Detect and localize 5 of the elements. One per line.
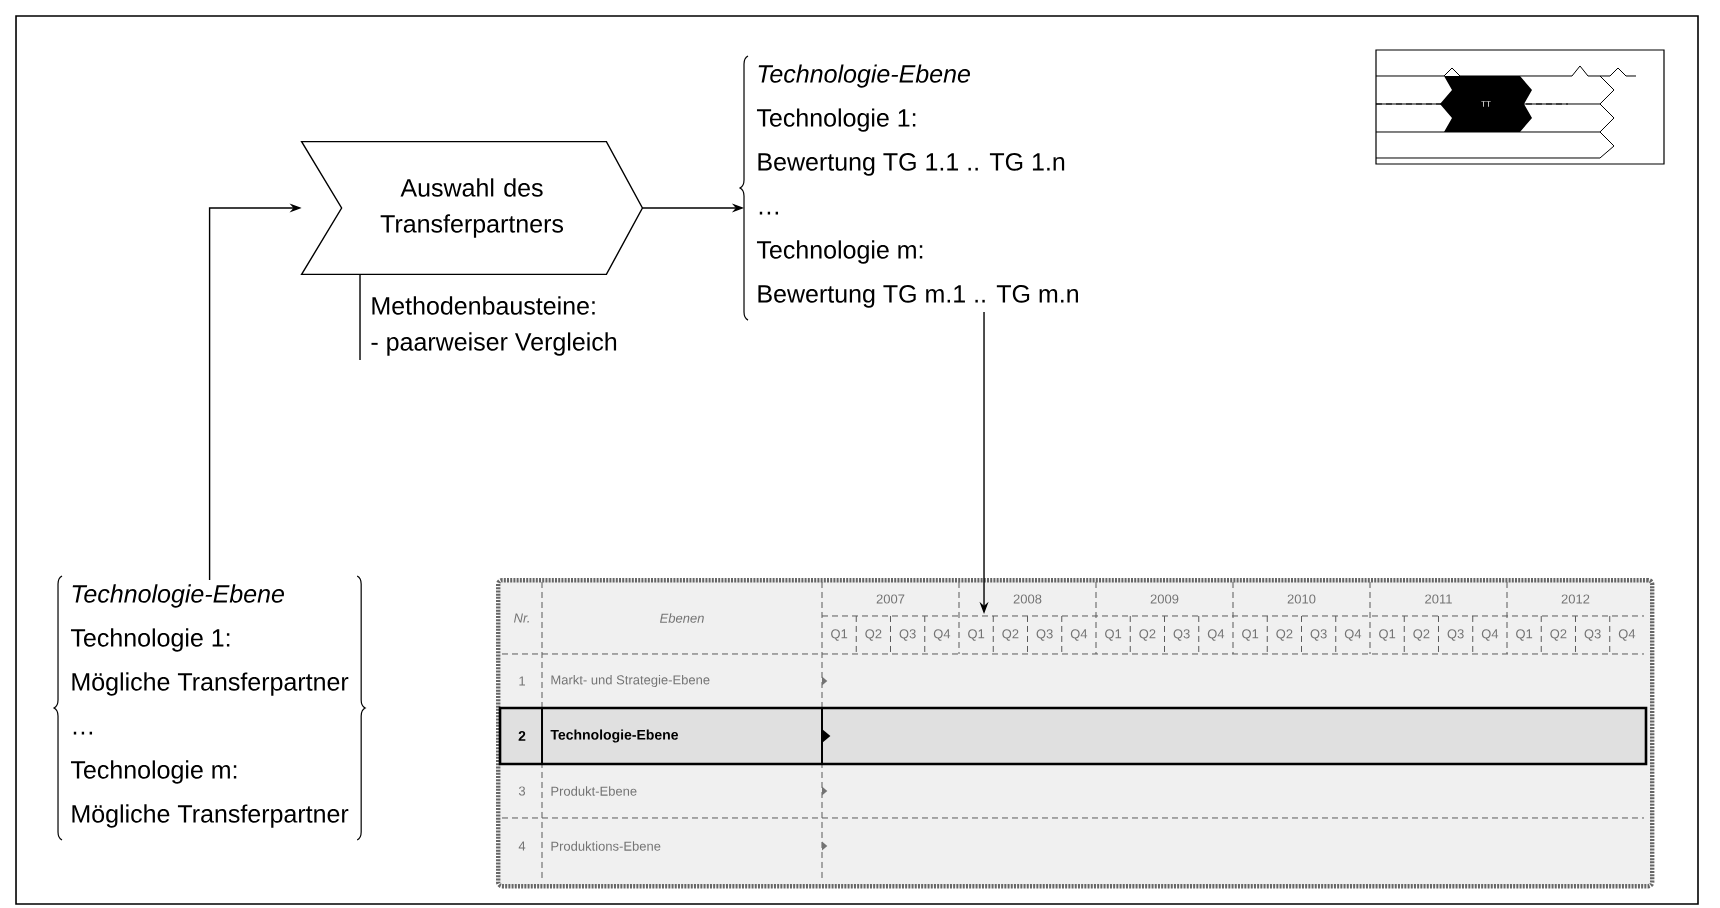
bracketed-text-block: Technologie-Ebene Technologie 1: Bewertung TG 1.1 .. TG 1.n … Technologie m: Bewertung TG m.1 .. TG m.n <box>739 55 1078 321</box>
connector-line <box>359 273 361 361</box>
bracketed-text-block: Technologie-Ebene Technologie 1: Mögliche Transferpartner … Technologie m: Mögliche Transferpartner <box>53 575 366 841</box>
process-chevron: Auswahl des Transferpartners <box>300 140 644 276</box>
method-note: Methodenbausteine: - paarweiser Vergleich <box>371 296 617 356</box>
